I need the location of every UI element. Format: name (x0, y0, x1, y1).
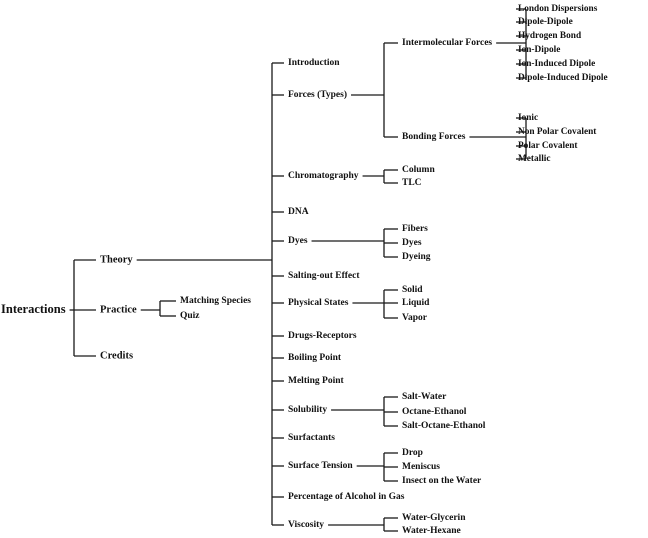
node-tlc-d3[interactable]: TLC (402, 178, 422, 188)
node-practice-d1[interactable]: Practice (100, 304, 137, 315)
node-forces-types-d2[interactable]: Forces (Types) (288, 89, 347, 100)
node-liquid-d3[interactable]: Liquid (402, 298, 430, 308)
node-theory-d1[interactable]: Theory (100, 254, 133, 265)
node-dipole-induced-dipole-d4[interactable]: Dipole-Induced Dipole (518, 73, 608, 83)
tree-connectors (69, 8, 527, 532)
node-surface-tension-d2[interactable]: Surface Tension (288, 461, 353, 471)
node-interactions-d0[interactable]: Interactions (1, 302, 66, 316)
node-solid-d3[interactable]: Solid (402, 285, 423, 295)
node-ionic-d4[interactable]: Ionic (518, 113, 538, 123)
node-meniscus-d3[interactable]: Meniscus (402, 462, 440, 472)
node-quiz-d2[interactable]: Quiz (180, 311, 200, 321)
node-boiling-point-d2[interactable]: Boiling Point (288, 353, 342, 363)
node-water-glycerin-d3[interactable]: Water-Glycerin (402, 513, 466, 523)
node-viscosity-d2[interactable]: Viscosity (288, 520, 324, 530)
node-chromatography-d2[interactable]: Chromatography (288, 171, 359, 181)
node-salting-out-effect-d2[interactable]: Salting-out Effect (288, 271, 360, 281)
node-physical-states-d2[interactable]: Physical States (288, 298, 349, 308)
node-percentage-of-alcohol-in-gas-d2[interactable]: Percentage of Alcohol in Gas (288, 492, 405, 502)
node-bonding-forces-d3[interactable]: Bonding Forces (402, 132, 466, 142)
node-credits-d1[interactable]: Credits (100, 350, 133, 361)
node-insect-on-the-water-d3[interactable]: Insect on the Water (402, 476, 482, 486)
node-drop-d3[interactable]: Drop (402, 448, 423, 458)
node-dyes-d3[interactable]: Dyes (402, 238, 422, 248)
node-ion-induced-dipole-d4[interactable]: Ion-Induced Dipole (518, 59, 595, 69)
node-surfactants-d2[interactable]: Surfactants (288, 433, 335, 443)
node-non-polar-covalent-d4[interactable]: Non Polar Covalent (518, 127, 597, 137)
node-vapor-d3[interactable]: Vapor (402, 313, 428, 323)
node-octane-ethanol-d3[interactable]: Octane-Ethanol (402, 407, 467, 417)
node-intermolecular-forces-d3[interactable]: Intermolecular Forces (402, 38, 492, 48)
node-ion-dipole-d4[interactable]: Ion-Dipole (518, 45, 560, 55)
node-matching-species-d2[interactable]: Matching Species (180, 296, 251, 306)
node-drugs-receptors-d2[interactable]: Drugs-Receptors (288, 331, 357, 341)
node-solubility-d2[interactable]: Solubility (288, 405, 327, 415)
node-column-d3[interactable]: Column (402, 165, 435, 175)
node-polar-covalent-d4[interactable]: Polar Covalent (518, 141, 578, 151)
node-hydrogen-bond-d4[interactable]: Hydrogen Bond (518, 31, 582, 41)
node-dyeing-d3[interactable]: Dyeing (402, 252, 431, 262)
node-water-hexane-d3[interactable]: Water-Hexane (402, 526, 461, 536)
node-salt-octane-ethanol-d3[interactable]: Salt-Octane-Ethanol (402, 421, 486, 431)
node-dna-d2[interactable]: DNA (288, 207, 309, 217)
node-london-dispersions-d4[interactable]: London Dispersions (518, 4, 598, 14)
node-introduction-d2[interactable]: Introduction (288, 58, 340, 68)
node-melting-point-d2[interactable]: Melting Point (288, 376, 345, 386)
node-metallic-d4[interactable]: Metallic (518, 154, 551, 164)
node-dyes-d2[interactable]: Dyes (288, 236, 308, 246)
node-salt-water-d3[interactable]: Salt-Water (402, 392, 447, 402)
node-fibers-d3[interactable]: Fibers (402, 224, 428, 234)
node-dipole-dipole-d4[interactable]: Dipole-Dipole (518, 17, 573, 27)
